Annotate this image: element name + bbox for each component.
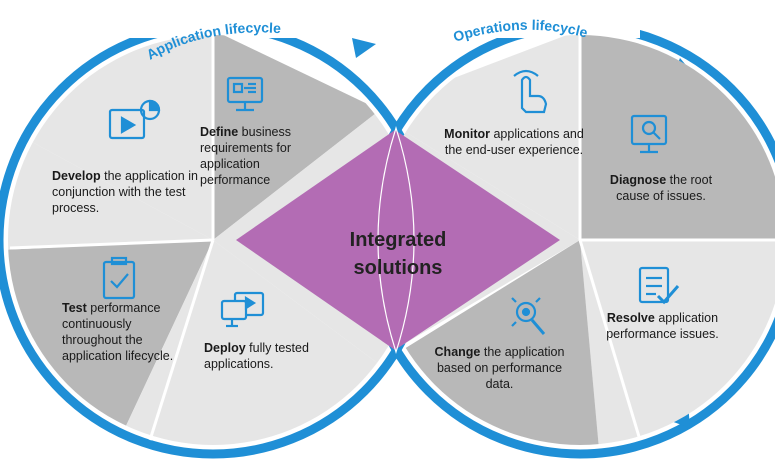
deploy-text: Deploy fully tested applications. — [204, 341, 309, 371]
clipboard-check-icon — [102, 256, 136, 300]
video-pie-icon — [108, 99, 161, 140]
gear-wrench-icon — [511, 297, 546, 335]
screens-play-icon — [220, 291, 265, 328]
integrated-solutions-diamond — [236, 130, 560, 350]
arrow-head-top — [352, 38, 376, 58]
monitor-text: Monitor applications and the end-user ex… — [444, 127, 584, 157]
wedge-monitor — [375, 35, 580, 240]
center-title-line1: Integrated — [349, 229, 447, 251]
define-text: Define business requirements for applica… — [200, 125, 292, 187]
integrated-solutions-title: Integrated solutions — [318, 226, 478, 282]
diagnose-text: Diagnose the root cause of issues. — [609, 173, 713, 203]
center-title-line2: solutions — [353, 257, 443, 279]
test-text: Test performance continuously throughout… — [62, 301, 174, 363]
checklist-icon — [638, 266, 680, 305]
monitor-search-icon — [630, 114, 668, 154]
resolve-text: Resolve application performance issues. — [606, 311, 719, 341]
wedge-define — [213, 35, 380, 240]
wedge-deploy — [110, 240, 400, 445]
monitor-diagram-icon — [226, 76, 264, 112]
wedge-diagnose — [580, 35, 775, 240]
pointing-hand-icon — [513, 69, 548, 114]
change-text: Change the application based on performa… — [434, 345, 565, 391]
develop-text: Develop the application in conjunction w… — [52, 169, 198, 215]
